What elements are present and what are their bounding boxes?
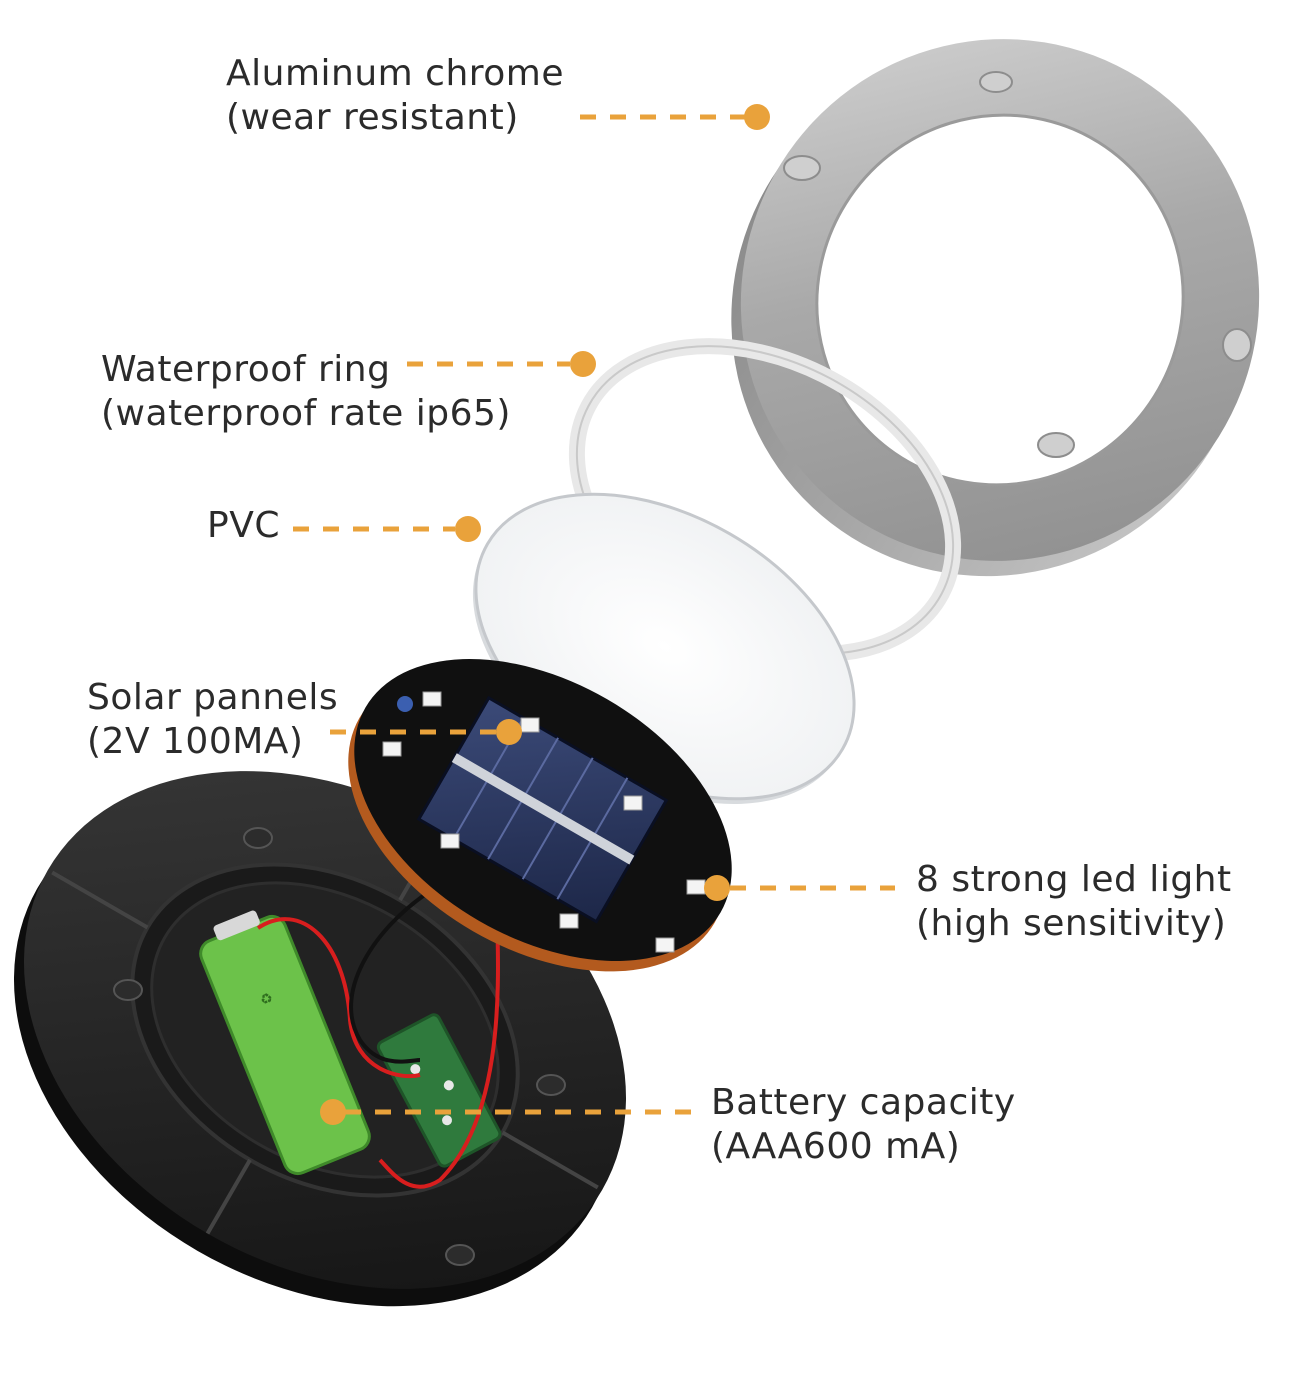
label-waterproof: Waterproof ring (waterproof rate ip65) <box>101 348 511 436</box>
led-1 <box>422 691 442 707</box>
aluminum-ring <box>731 39 1260 577</box>
svg-text:♻: ♻ <box>258 990 276 1010</box>
callout-dot <box>496 719 522 745</box>
label-solar-line1: Solar pannels <box>87 677 339 718</box>
label-aluminum: Aluminum chrome (wear resistant) <box>226 52 564 140</box>
circuit-board <box>376 1013 502 1168</box>
led-3 <box>382 741 402 757</box>
callout-waterproof <box>407 351 596 377</box>
led-7 <box>559 913 579 929</box>
housing-screw-2 <box>113 979 143 1001</box>
callout-pvc <box>293 516 481 542</box>
screw-hole-4 <box>1037 432 1075 458</box>
label-aluminum-line2: (wear resistant) <box>226 97 519 138</box>
light-sensor <box>397 696 413 712</box>
callout-dot <box>570 351 596 377</box>
led-6 <box>686 879 706 895</box>
callout-dot <box>744 104 770 130</box>
label-pvc: PVC <box>207 504 280 548</box>
red-wire-2 <box>378 917 500 1189</box>
housing-screw-1 <box>243 827 273 849</box>
callout-solar <box>330 719 522 745</box>
housing-screw-4 <box>445 1244 475 1266</box>
label-waterproof-line1: Waterproof ring <box>101 349 391 390</box>
label-led: 8 strong led light (high sensitivity) <box>916 858 1232 946</box>
label-battery-line2: (AAA600 mA) <box>711 1126 961 1167</box>
label-battery-line1: Battery capacity <box>711 1082 1016 1123</box>
label-led-line1: 8 strong led light <box>916 859 1232 900</box>
label-led-line2: (high sensitivity) <box>916 903 1227 944</box>
label-waterproof-line2: (waterproof rate ip65) <box>101 393 511 434</box>
led-2 <box>520 717 540 733</box>
screw-hole-3 <box>1222 328 1252 362</box>
screw-hole-1 <box>979 71 1013 93</box>
red-wire <box>256 917 421 1079</box>
callout-aluminum <box>580 104 770 130</box>
led-8 <box>655 937 675 953</box>
housing-screw-3 <box>536 1074 566 1096</box>
label-solar: Solar pannels (2V 100MA) <box>87 676 338 764</box>
screw-hole-2 <box>783 155 821 181</box>
led-4 <box>623 795 643 811</box>
label-battery: Battery capacity (AAA600 mA) <box>711 1081 1016 1169</box>
callout-dot <box>455 516 481 542</box>
label-solar-line2: (2V 100MA) <box>87 721 304 762</box>
black-wire <box>349 883 442 1064</box>
solar-board <box>348 659 732 972</box>
label-aluminum-line1: Aluminum chrome <box>226 53 565 94</box>
callout-dot <box>320 1099 346 1125</box>
callout-battery <box>320 1099 692 1125</box>
callout-led <box>704 875 895 901</box>
led-5 <box>440 833 460 849</box>
label-pvc-line1: PVC <box>207 505 280 546</box>
callout-dot <box>704 875 730 901</box>
